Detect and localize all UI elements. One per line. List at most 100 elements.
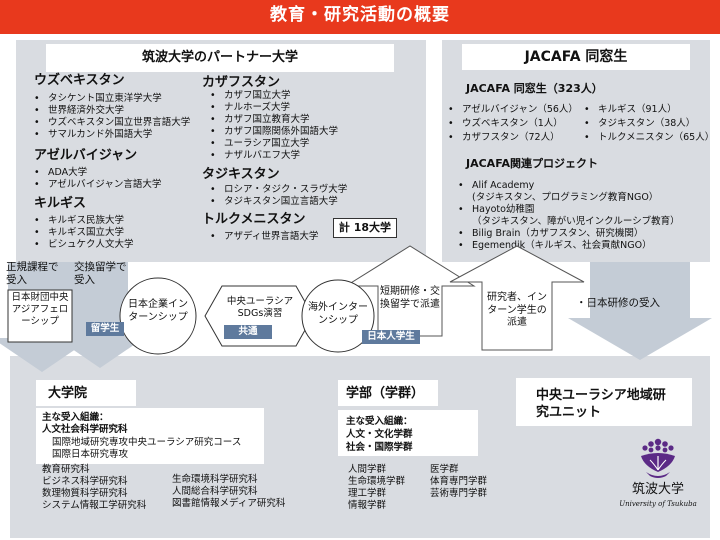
logo-emblem <box>636 436 680 480</box>
unit-box <box>516 378 692 426</box>
list-item: ビシュケク人文大学 <box>34 239 134 250</box>
list-item: サマルカンド外国語大学 <box>34 129 152 140</box>
graduate-item: 図書館情報メディア研究科 <box>172 498 286 509</box>
jacafa-panel <box>442 40 710 262</box>
regular-label-text: 正規課程で受入 <box>6 261 59 287</box>
graduate-org-box <box>36 408 264 464</box>
list-item: カザフ国立教育大学 <box>210 114 310 125</box>
overseas-label: 海外インターンシップ <box>308 302 368 326</box>
list-item: キルギス民族大学 <box>34 215 124 226</box>
list-item: Alif Academy <box>458 180 534 191</box>
list-item: カザフスタン（72人） <box>448 132 560 143</box>
jacafa-projects-heading: JACAFA関連プロジェクト <box>466 157 598 170</box>
graduate-title-box <box>36 380 136 406</box>
down-arrow-exchange <box>56 262 144 368</box>
list-item: キルギス国立大学 <box>34 227 124 238</box>
total-count-box: 計 18大学 <box>333 218 397 238</box>
list-item: Hayoto幼稚園 <box>458 204 534 215</box>
undergrad-item: 芸術専門学群 <box>430 488 488 499</box>
undergrad-org-box <box>338 410 478 456</box>
undergrad-org-heading: 主な受入組織： <box>346 416 413 427</box>
list-item: カザフ国立大学 <box>210 90 291 101</box>
total-count-label: 計 18大学 <box>338 221 392 234</box>
graduate-item: 生命環境科学研究科 <box>172 474 258 485</box>
list-item: カザフ国際関係外国語大学 <box>210 126 338 137</box>
undergrad-item: 人間学群 <box>348 464 387 475</box>
graduate-org-sub: 国際地域研究専攻中央ユーラシア研究コース <box>52 437 242 448</box>
list-item: タシケント国立東洋学大学 <box>34 93 162 104</box>
list-item: Bilig Brain（カザフスタン、研究機関） <box>458 228 643 239</box>
graduate-org-heading: 主な受入組織： <box>42 412 109 423</box>
graduate-item: 教育研究科 <box>42 464 90 475</box>
list-item: タジキスタン（38人） <box>584 118 695 129</box>
project-detail: (タジキスタン、プログラミング教育NGO） <box>472 192 659 203</box>
list-item: 世界経済外交大学 <box>34 105 124 116</box>
country-tajikistan: タジキスタン <box>202 167 280 182</box>
undergrad-item: 体育専門学群 <box>430 476 488 487</box>
list-item: Egemendik（キルギス、社会貢献NGO） <box>458 240 652 251</box>
exchange-label-text: 交換留学で受入 <box>74 261 127 287</box>
fellowship-box <box>7 289 73 343</box>
jacafa-alumni-heading: JACAFA 同窓生（323人） <box>466 82 603 95</box>
list-item: トルクメニスタン（65人） <box>584 132 714 143</box>
undergrad-item: 生命環境学群 <box>348 476 406 487</box>
internship-circle <box>119 277 197 355</box>
fellowship-label: 日本財団中央アジアフェローシップ <box>11 292 69 327</box>
page-title: 教育・研究活動の概要 <box>270 5 450 25</box>
list-item: ウズベキスタン国立世界言語大学 <box>34 117 190 128</box>
paulownia-crest-icon <box>641 438 675 478</box>
undergrad-org-item: 社会・国際学群 <box>346 442 413 453</box>
graduate-item: 数理物質科学研究科 <box>42 488 128 499</box>
country-uzbekistan: ウズベキスタン <box>34 73 125 88</box>
exchange-label: 交換留学で受入 <box>74 261 136 287</box>
undergrad-item: 医学群 <box>430 464 459 475</box>
undergrad-item: 情報学群 <box>348 500 387 511</box>
logo-name-ja: 筑波大学 <box>631 482 684 497</box>
list-item: キルギス（91人） <box>584 104 677 115</box>
title-bar <box>0 0 720 34</box>
graduate-title: 大学院 <box>48 386 88 401</box>
common-tag: 共通 <box>224 325 272 339</box>
list-item: ロシア・タジク・スラヴ大学 <box>210 184 347 195</box>
foreign-student-tag: 留学生 <box>86 322 124 336</box>
list-item: ウズベキスタン（1人） <box>448 118 563 129</box>
graduate-item: ビジネス科学研究科 <box>42 476 128 487</box>
list-item: タジキスタン国立言語大学 <box>210 196 338 207</box>
list-item: ナルホーズ大学 <box>210 102 290 113</box>
country-azerbaijan: アゼルバイジャン <box>34 148 138 163</box>
country-kyrgyzstan: キルギス <box>34 196 87 211</box>
list-item: ADA大学 <box>34 167 87 178</box>
japan-training-label: ・日本研修の受入 <box>576 297 660 309</box>
list-item: アゼルバイジャン（56人） <box>448 104 578 115</box>
list-item: アゼルバイジャン言語大学 <box>34 179 161 190</box>
graduate-org-main: 人文社会科学研究科 <box>42 424 128 435</box>
country-turkmenistan: トルクメニスタン <box>202 212 306 227</box>
japanese-student-tag: 日本人学生 <box>362 330 420 344</box>
short-term-label: 短期研修・交換留学で派遣 <box>380 286 440 310</box>
sdgs-label: 中央ユーラシアSDGs演習 <box>226 296 294 319</box>
unit-title: 中央ユーラシア地域研究ユニット <box>536 388 666 420</box>
graduate-item: システム情報工学研究科 <box>42 500 147 511</box>
partners-title-box <box>46 44 394 72</box>
jacafa-title-box <box>462 44 690 70</box>
graduate-org-sub: 国際日本研究専攻 <box>52 449 129 460</box>
researcher-label: 研究者、インターン学生の派遣 <box>487 292 547 328</box>
list-item: ナザルバエフ大学 <box>210 150 300 161</box>
undergrad-title-box <box>338 380 438 406</box>
undergrad-org-item: 人文・文化学群 <box>346 429 413 440</box>
graduate-item: 人間総合科学研究科 <box>172 486 258 497</box>
project-detail: （タジキスタン、障がい児インクルーシブ教育） <box>472 216 680 227</box>
up-arrow-short-term <box>344 245 476 337</box>
down-arrow-japan-training <box>568 262 712 360</box>
overseas-circle <box>301 279 375 353</box>
undergrad-item: 理工学群 <box>348 488 387 499</box>
regular-label: 正規課程で受入 <box>6 261 68 287</box>
undergrad-title: 学部（学群） <box>346 386 425 401</box>
list-item: ユーラシア国立大学 <box>210 138 309 149</box>
list-item: アザディ世界言語大学 <box>210 231 318 242</box>
country-kazakhstan: カザフスタン <box>202 75 281 90</box>
partners-title: 筑波大学のパートナー大学 <box>141 50 298 65</box>
jacafa-title: JACAFA 同窓生 <box>524 49 628 65</box>
internship-label: 日本企業インターンシップ <box>128 299 188 323</box>
up-arrow-researcher <box>449 245 585 351</box>
